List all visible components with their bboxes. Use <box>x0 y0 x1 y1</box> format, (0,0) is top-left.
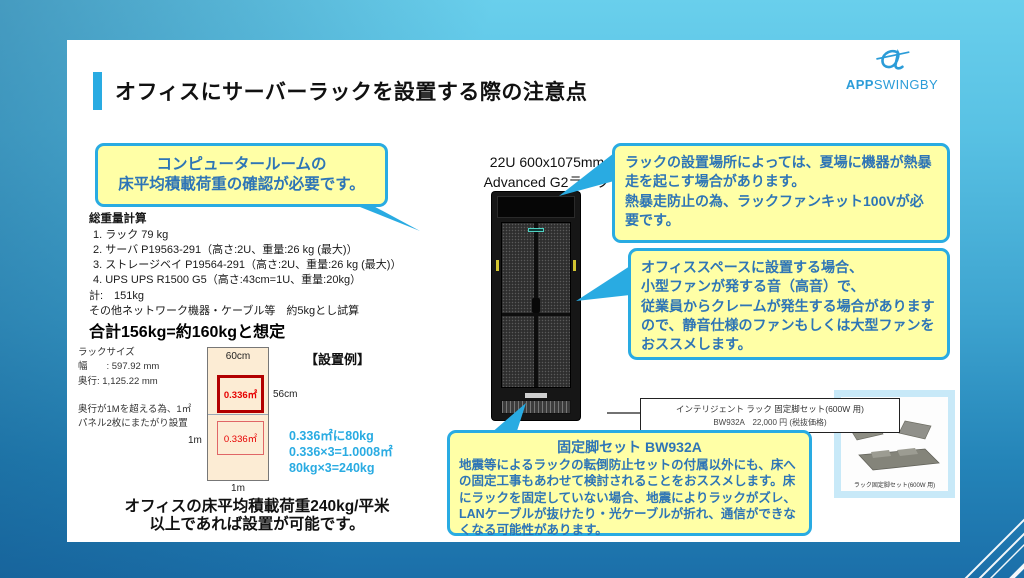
diagram-area-top: 0.336㎡ <box>217 375 264 413</box>
callout-fixing-kit-text: 地震等によるラックの転倒防止セットの付属以外にも、床への固定工事もあわせて検討さ… <box>459 458 796 538</box>
weight-calculation: 総重量計算 1. ラック 79 kg 2. サーバ P19563-291（高さ:… <box>89 212 461 344</box>
installation-diagram: 60cm 0.336㎡ 0.336㎡ <box>207 347 269 481</box>
rack-size-note: ラックサイズ 幅 : 597.92 mm 奥行: 1,125.22 mm 奥行が… <box>78 347 192 430</box>
title-row: オフィスにサーバーラックを設置する際の注意点 <box>93 72 587 110</box>
rack-sill <box>525 393 547 398</box>
fixing-kit-photo-caption: ラック固定脚セット(600W 用) <box>853 483 936 489</box>
callout-fixing-kit: 固定脚セット BW932A 地震等によるラックの転倒防止セットの付属以外にも、床… <box>447 430 812 538</box>
diagram-depth-label: 56cm <box>273 389 298 400</box>
weight-calc-note: その他ネットワーク機器・ケーブル等 約5kgとし試算 <box>89 304 360 317</box>
weight-calc-item: 1. ラック 79 kg <box>93 228 169 241</box>
logo-text-app: APP <box>845 77 874 92</box>
rack-top-panel <box>497 196 575 218</box>
conclusion-text: オフィスの床平均積載荷重240kg/平米 以上であれば設置が可能です。 <box>124 498 390 533</box>
page-title: オフィスにサーバーラックを設置する際の注意点 <box>115 81 588 104</box>
weight-calc-subtotal: 計: 151kg <box>89 289 145 302</box>
rack-door-latch <box>532 298 540 314</box>
callout-noise: オフィススペースに設置する場合、 小型ファンが発する音（高音）で、 従業員からク… <box>628 248 950 360</box>
rack-mesh-door <box>501 222 571 388</box>
company-logo: APPSWINGBY <box>840 46 944 92</box>
server-rack-image <box>492 192 580 420</box>
callout-heat-text: ラックの設置場所によっては、夏場に機器が熱暴走を起こす場合があります。 熱暴走防… <box>625 154 932 228</box>
title-accent-bar <box>93 72 102 110</box>
product-label-name: インテリジェント ラック 固定脚セット(600W 用) <box>676 404 864 414</box>
rack-brand-badge <box>528 228 544 232</box>
weight-calc-item: 3. ストレージベイ P19564-291（高さ:2U、重量:26 kg (最大… <box>93 259 402 272</box>
logo-text-swingby: SWINGBY <box>873 77 939 92</box>
rack-side-mark-left <box>496 260 499 271</box>
diagram-1m-side-label: 1m <box>188 435 202 446</box>
diagram-width-label: 60cm <box>225 351 251 362</box>
callout-noise-text: オフィススペースに設置する場合、 小型ファンが発する音（高音）で、 従業員からク… <box>641 259 935 353</box>
callout-fixing-kit-title: 固定脚セット BW932A <box>557 439 702 455</box>
diagram-1m-bottom-label: 1m <box>231 483 245 494</box>
weight-calc-total: 合計156kg=約160kgと想定 <box>89 323 286 341</box>
product-label-price: BW932A 22,000 円 (税抜価格) <box>713 418 827 427</box>
weight-calc-heading: 総重量計算 <box>89 213 147 225</box>
weight-calc-item: 4. UPS UPS R1500 G5（高さ:43cm=1U、重量:20kg） <box>93 274 362 287</box>
slide-content-card: オフィスにサーバーラックを設置する際の注意点 APPSWINGBY コンピュータ… <box>67 40 960 542</box>
diagram-example-label: 【設置例】 <box>305 352 371 367</box>
weight-calc-item: 2. サーバ P19563-291（高さ:2U、重量:26 kg (最大)） <box>93 244 358 257</box>
callout-heat: ラックの設置場所によっては、夏場に機器が熱暴走を起こす場合があります。 熱暴走防… <box>612 143 950 243</box>
logo-text: APPSWINGBY <box>840 77 944 92</box>
rack-side-mark-right <box>573 260 576 271</box>
logo-swoosh-icon <box>876 49 910 70</box>
diagram-area-bottom: 0.336㎡ <box>217 421 264 455</box>
callout-floor-load-text: コンピュータールームの 床平均積載荷重の確認が必要です。 <box>118 155 365 193</box>
diagram-calc-text: 0.336㎡に80kg 0.336×3=1.0008㎡ 80kg×3=240kg <box>289 429 393 475</box>
callout-floor-load: コンピュータールームの 床平均積載荷重の確認が必要です。 <box>95 143 388 207</box>
diagram-panel-divider <box>208 414 268 415</box>
product-label-box: インテリジェント ラック 固定脚セット(600W 用) BW932A 22,00… <box>640 398 900 433</box>
rack-door-crossbar <box>502 313 570 317</box>
